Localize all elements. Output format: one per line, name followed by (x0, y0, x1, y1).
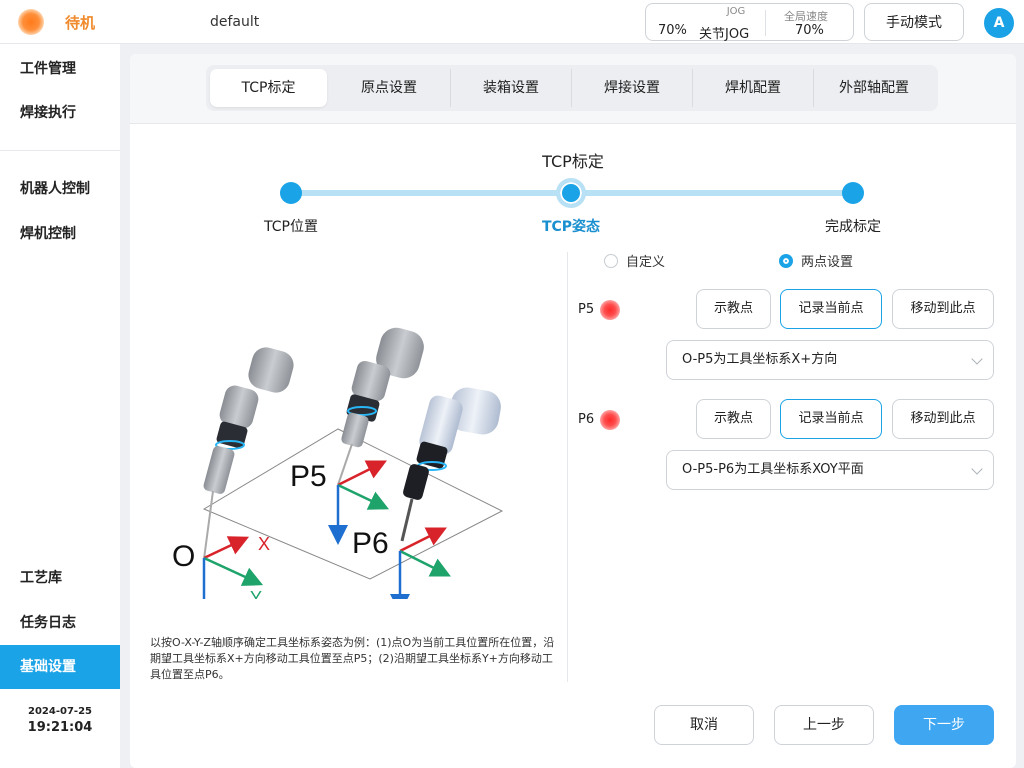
tab-bar: TCP标定 原点设置 装箱设置 焊接设置 焊机配置 外部轴配置 (206, 65, 938, 111)
tab-welder-config[interactable]: 焊机配置 (725, 80, 781, 96)
datetime: 2024-07-25 19:21:04 (0, 706, 120, 735)
p6-move-button[interactable]: 移动到此点 (892, 399, 994, 439)
p6-status-led-icon (600, 410, 620, 430)
step-1-dot (280, 182, 302, 204)
radio-custom-label: 自定义 (626, 255, 666, 270)
p5-label: P5 (578, 302, 595, 317)
radio-two-point-label: 两点设置 (801, 255, 854, 270)
jog-speed: 70% (658, 23, 687, 38)
avatar[interactable]: A (984, 8, 1014, 38)
instruction-caption: 以按O-X-Y-Z轴顺序确定工具坐标系姿态为例：(1)点O为当前工具位置所在位置… (150, 636, 555, 681)
cancel-button[interactable]: 取消 (654, 705, 754, 745)
p6-teach-button[interactable]: 示教点 (696, 399, 771, 439)
sidebar-item-robot-control[interactable]: 机器人控制 (20, 181, 90, 197)
label-p5: P5 (290, 460, 327, 493)
status-text: 待机 (65, 14, 96, 32)
radio-two-point[interactable]: 两点设置 (779, 251, 853, 270)
divider (450, 69, 451, 107)
sidebar-item-process-library[interactable]: 工艺库 (20, 570, 62, 586)
sidebar-item-task-log[interactable]: 任务日志 (20, 615, 76, 631)
sidebar-item-workpiece[interactable]: 工件管理 (20, 61, 76, 77)
step-3-label: 完成标定 (825, 219, 881, 235)
manual-mode-button[interactable]: 手动模式 (864, 3, 964, 41)
axes-p6 (390, 527, 451, 599)
divider (571, 69, 572, 107)
work-plane (202, 428, 504, 580)
radio-custom-icon[interactable] (604, 254, 618, 268)
label-y: Y (250, 588, 262, 599)
sidebar: 工件管理 焊接执行 机器人控制 焊机控制 工艺库 任务日志 基础设置 2024-… (0, 44, 120, 768)
p5-status-led-icon (600, 300, 620, 320)
global-speed-label: 全局速度 (784, 10, 828, 23)
p5-direction-value: O-P5为工具坐标系X+方向 (682, 352, 838, 367)
previous-step-button[interactable]: 上一步 (774, 705, 874, 745)
step-2-label: TCP姿态 (541, 219, 601, 235)
chevron-down-icon (971, 353, 983, 365)
jog-panel[interactable]: JOG 70% 关节JOG 全局速度 70% (645, 3, 854, 42)
divider (765, 10, 766, 36)
jog-mode: 关节JOG (699, 27, 750, 42)
axes-o (202, 536, 264, 599)
radio-custom[interactable]: 自定义 (604, 251, 665, 270)
next-step-button[interactable]: 下一步 (894, 705, 994, 745)
divider (813, 69, 814, 107)
p5-teach-button[interactable]: 示教点 (696, 289, 771, 329)
p6-plane-select[interactable]: O-P5-P6为工具坐标系XOY平面 (666, 450, 994, 490)
tcp-pose-illustration: O X Y Z P5 P6 (172, 327, 504, 599)
status-indicator-icon (18, 9, 44, 35)
tab-welding-settings[interactable]: 焊接设置 (604, 80, 660, 96)
p5-move-button[interactable]: 移动到此点 (892, 289, 994, 329)
jog-label: JOG (726, 6, 746, 17)
sidebar-item-welding-exec[interactable]: 焊接执行 (20, 105, 76, 121)
p6-label: P6 (578, 412, 595, 427)
main-panel: TCP标定 原点设置 装箱设置 焊接设置 焊机配置 外部轴配置 TCP标定 TC… (130, 54, 1016, 768)
divider (0, 150, 120, 151)
robot-arm-o (203, 347, 294, 560)
chevron-down-icon (971, 463, 983, 475)
top-bar: 待机 default JOG 70% 关节JOG 全局速度 70% 手动模式 A (0, 0, 1024, 44)
tab-origin-settings[interactable]: 原点设置 (361, 80, 417, 96)
axes-p5 (328, 460, 390, 545)
divider (567, 252, 568, 682)
time: 19:21:04 (27, 720, 93, 735)
step-3-dot (842, 182, 864, 204)
step-2-dot (556, 178, 586, 208)
date: 2024-07-25 (28, 706, 92, 717)
sidebar-item-welder-control[interactable]: 焊机控制 (20, 226, 76, 242)
step-title: TCP标定 (542, 152, 604, 171)
p5-direction-select[interactable]: O-P5为工具坐标系X+方向 (666, 340, 994, 380)
tab-boxing-settings[interactable]: 装箱设置 (483, 80, 539, 96)
divider (692, 69, 693, 107)
tab-tcp-calibration[interactable]: TCP标定 (210, 69, 327, 107)
sidebar-item-basic-settings[interactable]: 基础设置 (0, 645, 120, 689)
tab-external-axis-config[interactable]: 外部轴配置 (839, 80, 909, 96)
global-speed-value: 70% (795, 23, 824, 38)
label-p6: P6 (352, 527, 389, 560)
step-1-label: TCP位置 (264, 219, 318, 235)
label-o: O (172, 540, 195, 573)
p5-record-button[interactable]: 记录当前点 (780, 289, 882, 329)
tabs-row: TCP标定 原点设置 装箱设置 焊接设置 焊机配置 外部轴配置 (130, 54, 1016, 124)
project-name: default (210, 14, 260, 30)
label-x: X (258, 534, 270, 554)
robot-arm-p5 (337, 327, 424, 486)
radio-two-point-icon[interactable] (779, 254, 793, 268)
p6-record-button[interactable]: 记录当前点 (780, 399, 882, 439)
robot-arm-p6 (400, 387, 501, 542)
p6-plane-value: O-P5-P6为工具坐标系XOY平面 (682, 462, 864, 477)
